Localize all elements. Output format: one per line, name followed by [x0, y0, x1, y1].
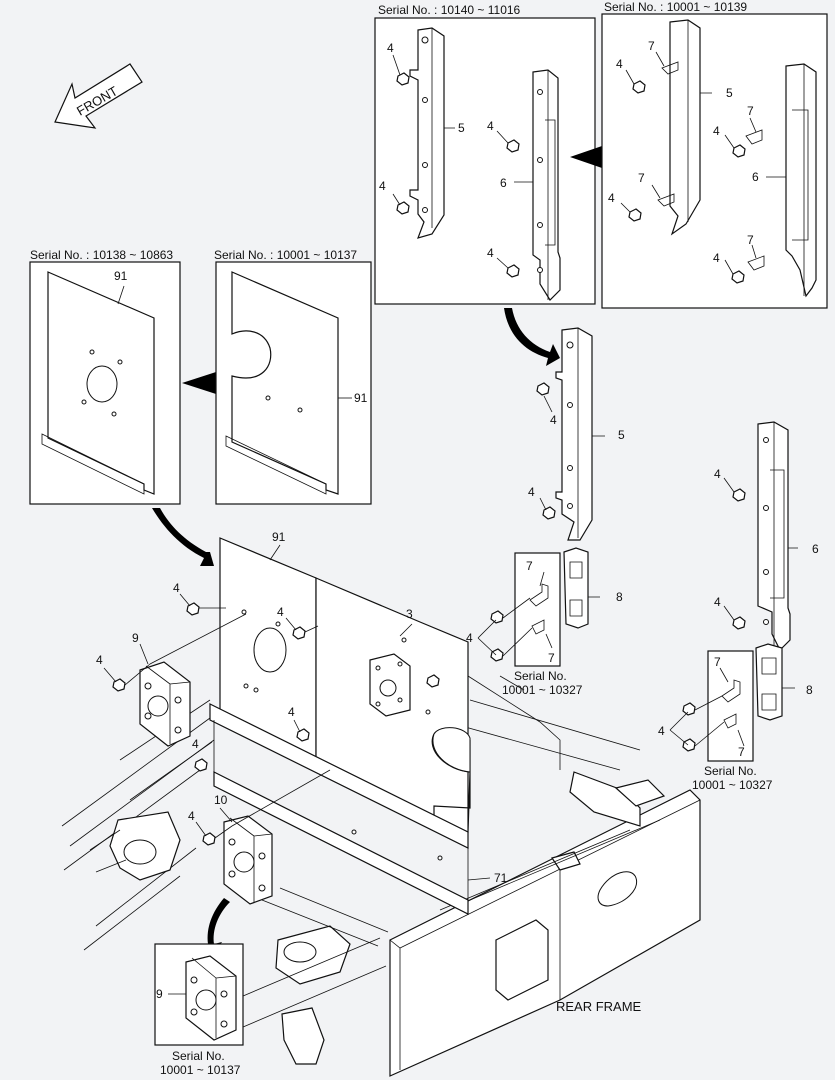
callout-5: 5: [618, 428, 625, 442]
callout-4: 4: [528, 485, 535, 499]
callout-8: 8: [806, 683, 813, 697]
plate-6: 4 4 6: [714, 421, 819, 652]
callout-4: 4: [714, 595, 721, 609]
detail-box-mid-b: Serial No. : 10001 ~ 10137 91: [214, 248, 372, 505]
plate-5: 4 4 5: [528, 327, 625, 541]
bolt-icon: [731, 270, 745, 284]
callout-4: 4: [713, 124, 720, 138]
serial-bottom-2: 10001 ~ 10137: [160, 1063, 241, 1077]
callout-4: 4: [608, 191, 615, 205]
callout-4: 4: [387, 41, 394, 55]
callout-4: 4: [192, 737, 199, 751]
callout-4: 4: [173, 581, 180, 595]
callout-7: 7: [648, 39, 655, 53]
serial-small-a-2: 10001 ~ 10327: [502, 683, 583, 697]
detail-box-small-b: 4 7 7 8 Serial No. 10001 ~ 10327: [658, 643, 813, 792]
serial-small-a-1: Serial No.: [514, 669, 567, 683]
detail-box-small-a: 4 7 7 8 Serial No. 10001 ~ 10327: [466, 547, 623, 697]
callout-6: 6: [500, 176, 507, 190]
callout-6: 6: [812, 542, 819, 556]
callout-4: 4: [288, 705, 295, 719]
serial-small-b-1: Serial No.: [704, 764, 757, 778]
callout-4: 4: [188, 809, 195, 823]
bolt-icon: [732, 488, 746, 502]
bolt-icon: [506, 264, 520, 278]
callout-71: 71: [494, 871, 508, 885]
pointer-arrow-icon: [570, 146, 602, 168]
callout-5: 5: [458, 121, 465, 135]
callout-10: 10: [214, 793, 228, 807]
serial-bottom-1: Serial No.: [172, 1049, 225, 1063]
detail-box-top-b: Serial No. : 10001 ~ 10139 4 4 4 4 7 7 7…: [601, 0, 828, 309]
callout-91: 91: [272, 530, 286, 544]
callout-4: 4: [550, 413, 557, 427]
callout-7: 7: [738, 745, 745, 759]
callout-91: 91: [114, 269, 128, 283]
callout-4: 4: [96, 653, 103, 667]
bolt-icon: [536, 382, 550, 396]
curved-arrow-icon: [152, 508, 214, 566]
callout-4: 4: [466, 631, 473, 645]
callout-5: 5: [726, 86, 733, 100]
callout-4: 4: [616, 57, 623, 71]
rear-frame: [61, 675, 701, 1077]
detail-box-bottom: 9 Serial No. 10001 ~ 10137: [154, 943, 244, 1077]
block-10: 4 10: [188, 769, 331, 905]
bolt-icon: [628, 208, 642, 222]
bolt-icon: [194, 758, 208, 772]
bolt-icon: [506, 139, 520, 153]
front-arrow: FRONT: [54, 63, 143, 129]
callout-9: 9: [132, 631, 139, 645]
bolt-icon: [682, 702, 696, 716]
bolt-icon: [490, 610, 504, 624]
block-9: 4 9: [96, 613, 247, 747]
bolt-icon: [732, 144, 746, 158]
main-plate-assembly: 91 3 71 4 4 4 4: [173, 530, 508, 915]
serial-small-b-2: 10001 ~ 10327: [692, 778, 773, 792]
bolt-icon: [396, 72, 410, 86]
callout-4: 4: [277, 605, 284, 619]
callout-6: 6: [752, 170, 759, 184]
curved-arrow-icon: [504, 308, 560, 366]
callout-91: 91: [354, 391, 368, 405]
callout-7: 7: [747, 233, 754, 247]
callout-7: 7: [526, 559, 533, 573]
callout-7: 7: [747, 104, 754, 118]
callout-8: 8: [616, 590, 623, 604]
callout-4: 4: [714, 467, 721, 481]
bolt-icon: [732, 616, 746, 630]
bolt-icon: [542, 506, 556, 520]
detail-box-top-a: Serial No. : 10140 ~ 11016 4 4 4 4 5 6: [374, 3, 596, 305]
callout-9: 9: [156, 987, 163, 1001]
callout-4: 4: [658, 724, 665, 738]
callout-4: 4: [713, 251, 720, 265]
bolt-icon: [426, 674, 440, 688]
callout-4: 4: [379, 179, 386, 193]
callout-7: 7: [638, 171, 645, 185]
callout-7: 7: [714, 655, 721, 669]
serial-top-b: Serial No. : 10001 ~ 10139: [604, 0, 747, 14]
bolt-icon: [490, 648, 504, 662]
detail-box-mid-a: Serial No. : 10138 ~ 10863 91: [29, 248, 181, 505]
serial-top-a: Serial No. : 10140 ~ 11016: [378, 3, 521, 17]
callout-7: 7: [548, 651, 555, 665]
rear-frame-label: REAR FRAME: [556, 999, 642, 1014]
callout-4: 4: [487, 119, 494, 133]
callout-4: 4: [487, 246, 494, 260]
callout-3: 3: [406, 607, 413, 621]
bolt-icon: [632, 80, 646, 94]
serial-mid-b: Serial No. : 10001 ~ 10137: [214, 248, 357, 262]
serial-mid-a: Serial No. : 10138 ~ 10863: [30, 248, 173, 262]
bolt-icon: [682, 738, 696, 752]
pointer-arrow-icon: [182, 372, 216, 394]
